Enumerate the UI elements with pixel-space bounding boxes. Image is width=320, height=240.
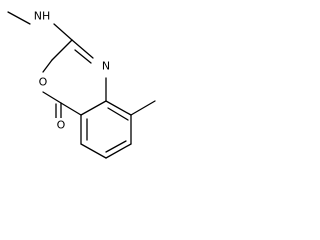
bond-c4-o1 (42, 91, 62, 104)
bond-c8a-c8-double (107, 107, 129, 121)
bond-c8a-c8 (105, 100, 132, 116)
bond-c2-n3-double (74, 49, 92, 64)
bond-c7-c6-double (105, 140, 127, 153)
bond-c7-c6 (105, 143, 132, 159)
bond-c6-c5 (80, 143, 107, 159)
bond-c8a-c4a (80, 100, 107, 116)
bond-nmethyl (7, 11, 31, 25)
atom-ring-o: O (39, 76, 48, 89)
bond-c2-n3 (71, 39, 94, 59)
bond-c4a-c4 (60, 102, 82, 116)
bond-c8-methyl (130, 100, 156, 116)
bond-o1-c2 (42, 59, 53, 73)
bond-o1-c2b (51, 39, 73, 61)
bond-nh-c2 (53, 23, 73, 41)
atom-carbonyl-o: O (57, 119, 66, 132)
atom-ring-n: N (102, 60, 110, 73)
chemical-structure: NH N O O (7, 8, 156, 159)
atom-nh: NH (34, 10, 51, 23)
